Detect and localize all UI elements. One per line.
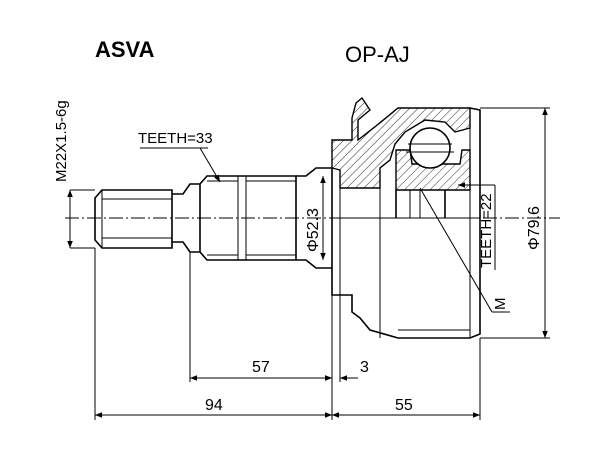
shaft-neck bbox=[172, 183, 201, 253]
dim-3-label: 3 bbox=[360, 359, 369, 376]
housing-dia-dim bbox=[480, 107, 550, 339]
dim-55-label: 55 bbox=[395, 397, 413, 414]
threaded-end bbox=[94, 189, 173, 249]
part-code: OP-AJ bbox=[345, 42, 410, 67]
m-leader bbox=[419, 187, 493, 313]
housing-flange-section bbox=[331, 96, 471, 189]
ball-cage bbox=[406, 143, 454, 153]
housing-dia-label: Φ79.6 bbox=[526, 206, 543, 250]
teeth33-arrow bbox=[199, 147, 221, 183]
thread-dim bbox=[67, 189, 95, 249]
splined-shaft bbox=[199, 175, 297, 261]
shaft-dia-label: Φ52.3 bbox=[305, 208, 322, 252]
thread-label: M22X1.5-6g bbox=[53, 100, 70, 182]
m-label: M bbox=[492, 298, 509, 311]
dim-57-label: 57 bbox=[252, 359, 270, 376]
teeth33-label: TEETH=33 bbox=[138, 130, 213, 147]
ball-bearing bbox=[409, 127, 451, 169]
dim-94-label: 94 bbox=[205, 397, 223, 414]
teeth22-label: TEETH=22 bbox=[478, 193, 495, 268]
brand-name: ASVA bbox=[95, 37, 155, 62]
